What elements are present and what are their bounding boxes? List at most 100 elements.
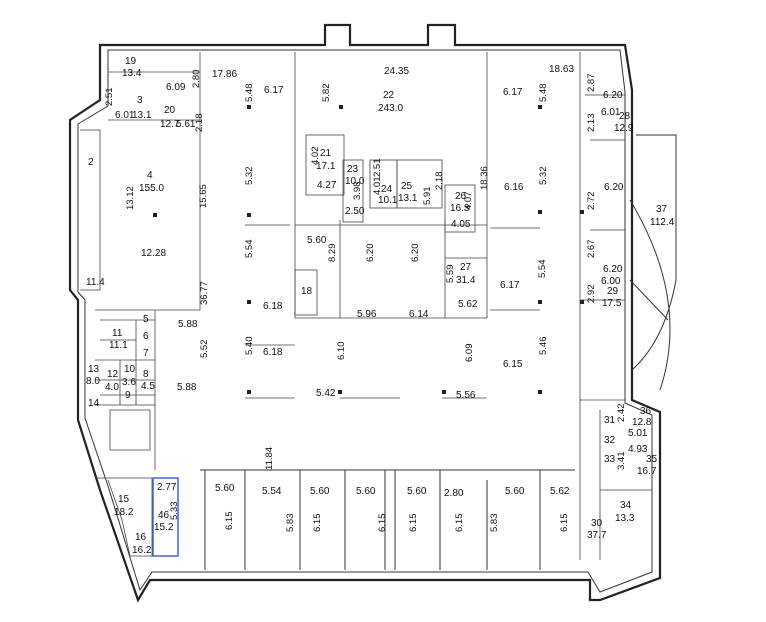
dim-v: 6.20 [410,244,421,263]
dim-v: 5.40 [244,337,255,356]
dim-v: 6.15 [224,512,235,531]
room-11-number: 11 [112,328,123,339]
dim-v: 5.32 [244,167,255,186]
dim: 5.88 [178,319,198,330]
room-34-number: 34 [620,500,632,511]
dim-v: 5.48 [538,84,549,103]
room-26-area: 16.3 [450,203,470,214]
room-28-area: 12.9 [614,123,634,134]
corridor-lines [245,224,540,399]
room-25-number: 25 [401,181,413,192]
dim: 6.09 [166,82,186,93]
room-8-area: 4.5 [141,381,155,392]
room-15-16-outline [95,477,153,557]
room-37-number: 37 [656,204,668,215]
dim-v: 3.41 [616,452,627,471]
dim: 6.01 [601,107,621,118]
room-21-outline [305,134,345,196]
room-36-number: 36 [640,406,652,417]
dim-v: 6.15 [454,514,465,533]
room-34-area: 13.3 [615,513,635,524]
room-26-outline [444,184,476,233]
room-13-number: 13 [88,364,100,375]
dim-v: 5.54 [244,240,255,259]
dim: 5.61 [176,119,196,130]
room-14-number: 14 [88,398,100,409]
dim-v: 4.01 [372,177,383,196]
dim: 5.60 [307,235,327,246]
dim-v: 6.10 [336,342,347,361]
dim-v: 2.18 [434,172,445,191]
dim-v: 5.54 [537,260,548,279]
room-15-number: 15 [118,494,130,505]
dim-v: 2.51 [104,88,115,107]
vertical-dimension-labels: 2.80 2.87 2.51 2.18 2.13 5.48 5.82 5.48 … [104,70,627,533]
room-23-area: 10.0 [345,176,365,187]
dim: 5.88 [177,382,197,393]
room-25-outline [396,159,443,209]
dim: 2.80 [444,488,464,499]
room-22-area: 243.0 [378,103,403,114]
room-37-area: 112.4 [650,217,675,228]
room-35-area: 16.7 [637,466,657,477]
room-9-number: 9 [125,390,131,401]
dim: 5.56 [456,390,476,401]
partition-lines [95,52,652,560]
room-6-number: 6 [143,331,149,342]
dim-v: 5.48 [244,84,255,103]
dim: 2.77 [157,482,177,493]
room-24-number: 24 [381,184,393,195]
dim-v: 2.80 [191,70,202,89]
dim: 4.27 [317,180,337,191]
room-46-outline [152,477,179,557]
room-18-number: 18 [301,286,313,297]
dim-v: 5.33 [169,502,180,521]
columns [153,105,584,394]
room-23-outline [342,159,364,223]
room-18-outline [294,269,318,316]
dim-v: 2.13 [586,114,597,133]
room-12-area: 4.0 [105,382,119,393]
room-16-area: 16.2 [132,545,152,556]
dim: 5.60 [356,486,376,497]
dim: 6.18 [263,301,283,312]
dim-v: 5.82 [321,84,332,103]
dim-v: 6.15 [377,514,388,533]
dim-v: 6.15 [559,514,570,533]
room-31-number: 31 [604,415,616,426]
room-13-area: 8.0 [86,376,100,387]
shop-partitions [200,469,575,570]
room-15-area: 18.2 [114,507,134,518]
room-labels: 19 13.4 3 13.1 20 12.7 4 155.0 22 243.0 … [86,56,675,556]
room-19-area: 13.4 [122,68,142,79]
service-block-outline [80,129,155,451]
dim-v: 8.29 [327,244,338,263]
inner-wall [77,49,653,593]
room-25-area: 13.1 [398,193,418,204]
room-3-number: 3 [137,95,143,106]
dim-v: 6.15 [408,514,419,533]
dim-v: 2.92 [586,285,597,304]
room-21-number: 21 [320,148,332,159]
dim: 6.20 [603,264,623,275]
room-4-area: 155.0 [139,183,164,194]
dim: 4.05 [451,219,471,230]
dim: 18.63 [549,64,574,75]
dim: 6.01 [115,110,135,121]
dim-v: 5.52 [199,340,210,359]
dim: 5.60 [505,486,525,497]
dim: 5.60 [215,483,235,494]
room-33-number: 33 [604,454,616,465]
dim: 5.01 [628,428,648,439]
dim-v: 5.46 [538,337,549,356]
room-11-4-label: 11.4 [86,277,105,288]
dim-v: 2.18 [194,114,205,133]
dim: 6.20 [604,182,624,193]
dimension-labels: 17.86 24.35 18.63 6.09 6.01 5.61 6.20 6.… [115,64,648,499]
dim-v: 18.36 [479,166,490,190]
dim-v: 6.20 [365,244,376,263]
dim: 5.42 [316,388,336,399]
curved-extension [629,134,677,391]
room-19-number: 19 [125,56,137,67]
dim: 5.62 [458,299,478,310]
